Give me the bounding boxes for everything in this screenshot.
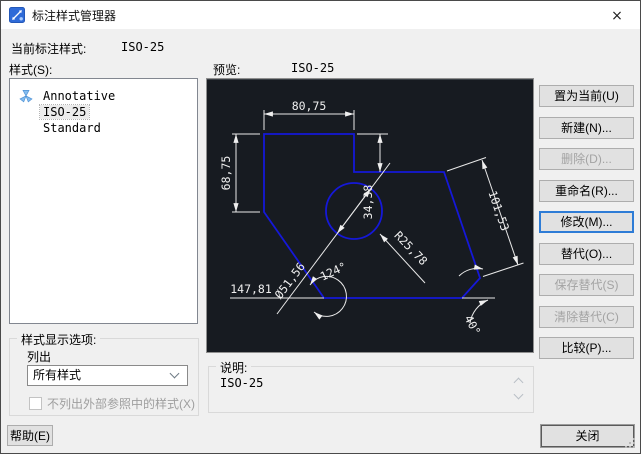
preview-canvas: 80,75 68,75 34,38 Ø51,56 R25,78 101,53 1… xyxy=(206,78,534,353)
preview-label: 预览: xyxy=(213,63,241,77)
dimension-lines xyxy=(230,110,524,324)
list-filter-label: 列出 xyxy=(27,350,52,364)
dim-text-left: 68,75 xyxy=(219,156,233,191)
xref-checkbox xyxy=(29,397,42,410)
compare-button[interactable]: 比较(P)... xyxy=(539,337,634,359)
action-button-column: 置为当前(U) 新建(N)... 删除(D)... 重命名(R)... 修改(M… xyxy=(539,85,634,359)
list-item-icon-spacer xyxy=(19,121,40,135)
list-item-iso25[interactable]: ISO-25 xyxy=(10,104,197,120)
chevron-down-icon xyxy=(169,368,180,379)
chevron-up-icon[interactable] xyxy=(513,377,524,388)
group-label: 样式显示选项: xyxy=(17,331,101,348)
titlebar: 标注样式管理器 × xyxy=(1,1,640,29)
description-label: 说明: xyxy=(216,359,252,376)
preview-drawing: 80,75 68,75 34,38 Ø51,56 R25,78 101,53 1… xyxy=(219,99,524,338)
styles-label: 样式(S): xyxy=(9,63,53,77)
dropdown-value: 所有样式 xyxy=(33,368,82,382)
dim-text-bottom: 147,81 xyxy=(230,282,272,296)
geometry-outline xyxy=(263,133,482,299)
help-button[interactable]: 帮助(E) xyxy=(7,425,53,446)
xref-checkbox-row: 不列出外部参照中的样式(X) xyxy=(29,395,195,412)
preview-style-value: ISO-25 xyxy=(291,61,335,75)
list-item-label: Annotative xyxy=(43,89,116,103)
dim-text-angle-right: 40° xyxy=(461,313,483,338)
clear-override-button: 清除替代(C) xyxy=(539,305,634,328)
dim-text-middle: 34,38 xyxy=(361,185,375,220)
modify-button[interactable]: 修改(M)... xyxy=(539,211,634,233)
rename-button[interactable]: 重命名(R)... xyxy=(539,179,634,202)
style-list: Annotative ISO-25 Standard xyxy=(9,78,198,324)
dim-text-angle-left: 124° xyxy=(318,259,349,283)
app-icon xyxy=(9,7,25,23)
current-style-value: ISO-25 xyxy=(121,40,165,54)
close-icon[interactable]: × xyxy=(602,4,632,26)
list-item-label: ISO-25 xyxy=(38,104,91,120)
resize-grip[interactable] xyxy=(633,446,635,448)
description-scroll xyxy=(512,375,526,405)
dim-text-radius: R25,78 xyxy=(391,228,430,268)
dim-text-top: 80,75 xyxy=(292,99,327,113)
description-group: 说明: ISO-25 xyxy=(208,359,534,413)
style-filter-dropdown[interactable]: 所有样式 xyxy=(27,365,188,386)
set-current-button[interactable]: 置为当前(U) xyxy=(539,85,634,107)
annotative-icon xyxy=(19,89,40,103)
style-display-options-group: 样式显示选项: 列出 所有样式 不列出外部参照中的样式(X) xyxy=(9,331,199,416)
dim-text-aligned: 101,53 xyxy=(485,189,512,233)
list-item-annotative[interactable]: Annotative xyxy=(10,88,197,104)
new-button[interactable]: 新建(N)... xyxy=(539,116,634,139)
delete-button: 删除(D)... xyxy=(539,148,634,170)
override-button[interactable]: 替代(O)... xyxy=(539,242,634,265)
list-item-label: Standard xyxy=(43,121,101,135)
current-style-label: 当前标注样式: xyxy=(11,42,87,56)
save-override-button: 保存替代(S) xyxy=(539,274,634,296)
xref-checkbox-label: 不列出外部参照中的样式(X) xyxy=(47,397,195,411)
window-title: 标注样式管理器 xyxy=(32,8,117,23)
description-text: ISO-25 xyxy=(220,376,264,390)
list-item-standard[interactable]: Standard xyxy=(10,120,197,136)
list-item-icon-spacer xyxy=(19,105,40,119)
chevron-down-icon[interactable] xyxy=(513,389,524,400)
close-dialog-button[interactable]: 关闭 xyxy=(540,424,635,448)
